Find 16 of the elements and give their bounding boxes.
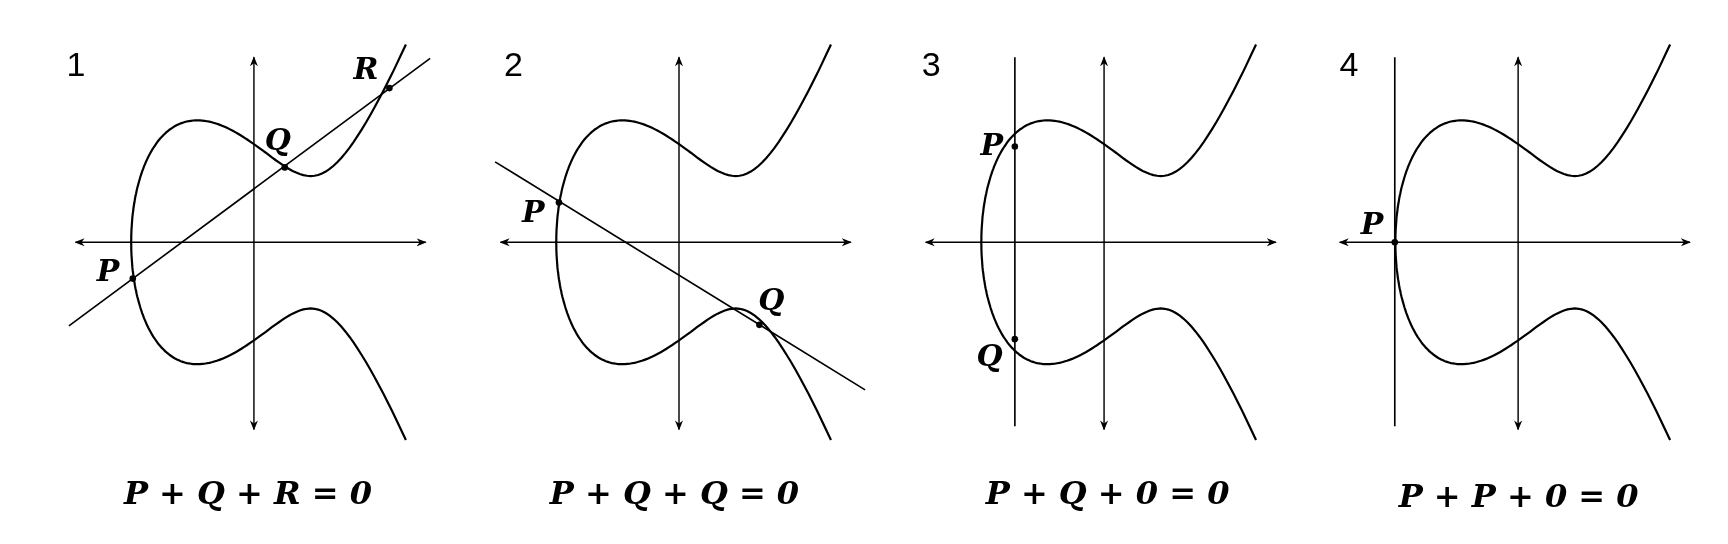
- point-label: P: [1360, 208, 1384, 239]
- equation: P + P + 0 = 0: [1398, 479, 1639, 512]
- panel-number: 3: [921, 46, 941, 81]
- point-label: P: [522, 196, 545, 227]
- point-label: P: [96, 256, 120, 287]
- point-label: R: [353, 54, 379, 85]
- point-label: Q: [758, 284, 785, 315]
- equation: P + Q + R = 0: [123, 476, 372, 509]
- point-label: P: [980, 130, 1004, 161]
- equation: P + Q + 0 = 0: [985, 476, 1230, 509]
- point-label: Q: [264, 124, 291, 155]
- panel-number: 4: [1339, 46, 1359, 81]
- equation: P + Q + Q = 0: [549, 476, 800, 509]
- panel-number: 2: [504, 46, 523, 81]
- point-label: Q: [976, 340, 1003, 371]
- panel-number: 1: [66, 46, 86, 81]
